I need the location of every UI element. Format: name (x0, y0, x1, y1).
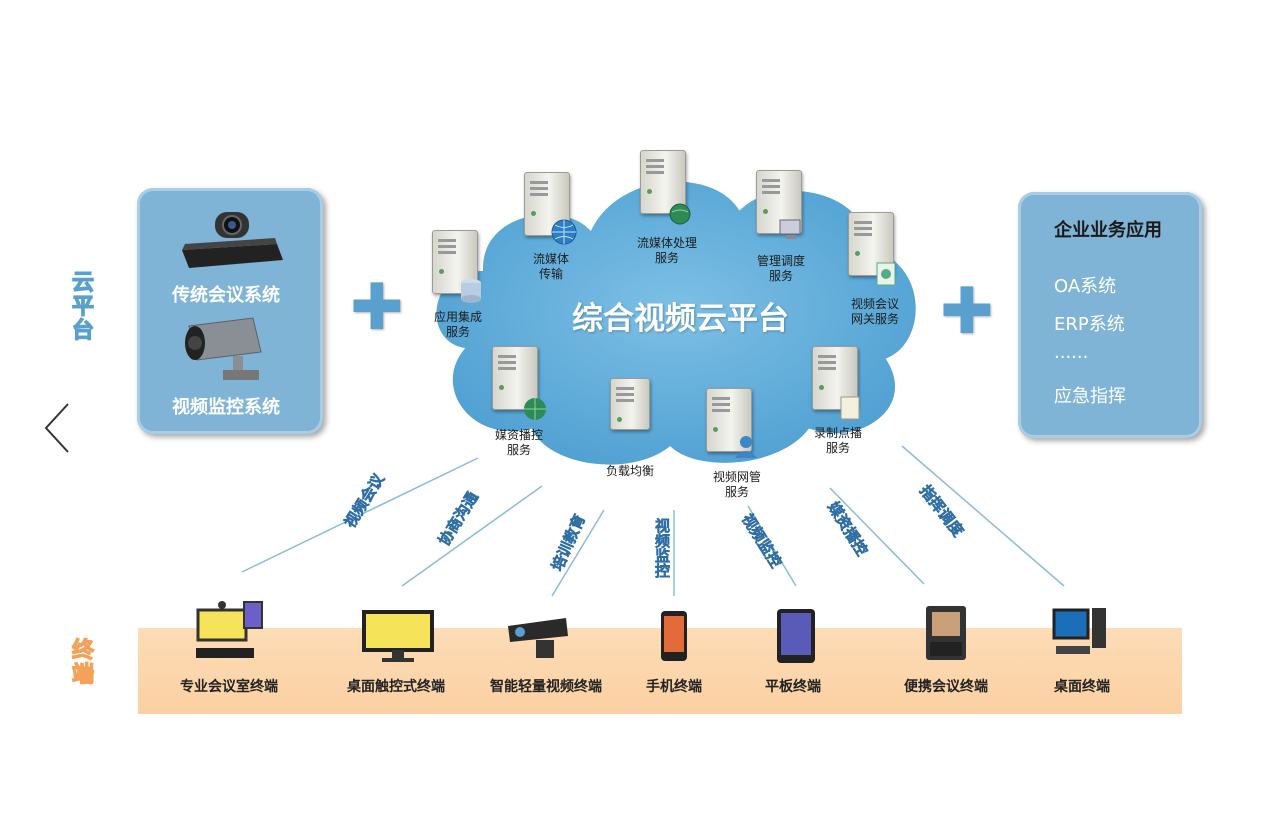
conference-camera-icon (182, 212, 283, 268)
mobile-phone-icon (661, 611, 687, 661)
connector-line (747, 505, 797, 587)
enterprise-app-item: 应急指挥 (1054, 386, 1126, 407)
chevron-left-icon[interactable] (40, 400, 72, 456)
enterprise-app-item: ERP系统 (1054, 314, 1125, 335)
terminal-label: 专业会议室终端 (180, 679, 278, 695)
surveillance-camera-icon (185, 317, 262, 380)
service-label: 视频网管 服务 (712, 470, 762, 499)
terminal-label: 便携会议终端 (904, 679, 988, 695)
legacy-systems-box: 传统会议系统 视频监控系统 (137, 188, 323, 434)
enterprise-apps-box: 企业业务应用 OA系统 ERP系统 ...... 应急指挥 (1018, 192, 1202, 438)
server-icon (524, 172, 570, 236)
connector-line (901, 445, 1065, 587)
plus-icon: ✚ (350, 271, 404, 345)
connector-line (241, 457, 479, 573)
service-label: 应用集成 服务 (433, 310, 483, 339)
enterprise-app-item: ...... (1054, 342, 1089, 363)
service-label: 录制点播 服务 (813, 426, 863, 455)
service-label: 流媒体 传输 (532, 252, 570, 281)
cloud-platform-side-label: 云平台 (67, 269, 93, 342)
enterprise-app-item: OA系统 (1054, 276, 1117, 297)
terminal-label: 手机终端 (646, 679, 702, 695)
connection-label: 视频监控 (653, 518, 672, 579)
monitor-icon (779, 219, 801, 239)
service-label: 媒资播控 服务 (494, 428, 544, 457)
portable-terminal-icon (926, 606, 966, 660)
plus-icon: ✚ (940, 275, 994, 349)
user-icon (735, 436, 757, 458)
server-icon (640, 150, 686, 214)
service-label: 负载均衡 (605, 464, 655, 478)
gateway-icon (876, 262, 896, 286)
conference-terminal-icon (196, 601, 263, 658)
cloud-platform-title: 综合视频云平台 (572, 301, 789, 337)
document-icon (840, 396, 860, 420)
connector-line (401, 485, 543, 587)
service-label: 视频会议 网关服务 (850, 297, 900, 326)
connector-line (829, 487, 925, 585)
terminal-label: 平板终端 (765, 679, 821, 695)
terminal-label: 智能轻量视频终端 (490, 679, 602, 695)
globe-icon (551, 219, 577, 245)
touch-terminal-icon (362, 610, 434, 662)
service-label: 流媒体处理 服务 (636, 236, 698, 265)
terminal-label: 桌面终端 (1054, 679, 1110, 695)
desktop-terminal-icon (1052, 608, 1106, 654)
enterprise-app-item: 企业业务应用 (1054, 220, 1162, 241)
legacy-system-label: 传统会议系统 (172, 285, 280, 306)
connector-line (551, 509, 605, 597)
terminal-label: 桌面触控式终端 (347, 679, 445, 695)
legacy-system-label: 视频监控系统 (172, 397, 280, 418)
globe-icon (524, 398, 546, 420)
server-icon (610, 378, 650, 430)
smart-video-terminal-icon (508, 618, 568, 658)
service-label: 管理调度 服务 (756, 254, 806, 283)
terminal-side-label: 终端 (67, 637, 93, 686)
terminal-band (138, 628, 1182, 714)
database-icon (461, 279, 481, 303)
globe-icon (669, 203, 691, 225)
tablet-icon (777, 609, 815, 663)
